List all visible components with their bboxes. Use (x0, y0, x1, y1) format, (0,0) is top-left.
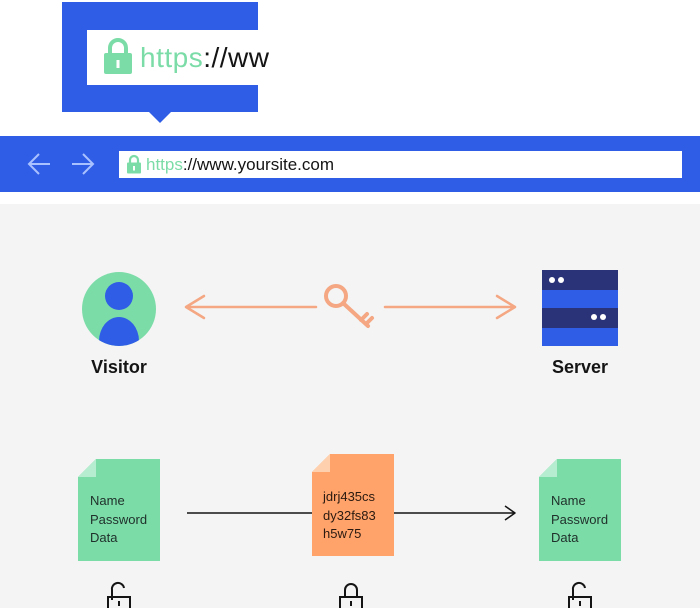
document-icon (539, 459, 621, 561)
lock-icon (127, 154, 141, 174)
encrypted-document-icon (312, 454, 394, 556)
zoom-callout-pointer (148, 111, 172, 123)
closed-lock-icon (339, 583, 363, 608)
address-url: https://www.yoursite.com (146, 151, 334, 178)
key-exchange (184, 294, 517, 320)
url-rest: ://www.yoursite.com (182, 155, 335, 174)
lock-icon (104, 38, 132, 74)
back-arrow-icon[interactable] (26, 151, 52, 177)
open-lock-icon (568, 581, 592, 608)
arrow-to-server (383, 294, 517, 320)
key-icon (324, 284, 374, 328)
server-icon (542, 270, 618, 346)
open-lock-icon (107, 581, 131, 608)
zoomed-url-rest: ://ww (203, 42, 270, 73)
plain-data-right: Name Password Data (551, 493, 609, 545)
document-icon (78, 459, 160, 561)
url-protocol: https (146, 155, 183, 174)
forward-arrow-icon[interactable] (70, 151, 96, 177)
zoomed-url-protocol: https (140, 42, 204, 73)
zoomed-url: https://ww (140, 38, 269, 78)
visitor-label: Visitor (91, 357, 147, 377)
arrow-to-visitor (184, 294, 318, 320)
encrypted-data: jdrj435cs dy32fs83 h5w75 (323, 489, 376, 541)
user-icon (82, 272, 156, 346)
server-label: Server (551, 357, 609, 377)
address-bar[interactable] (119, 151, 682, 178)
plain-data-left: Name Password Data (90, 493, 148, 545)
